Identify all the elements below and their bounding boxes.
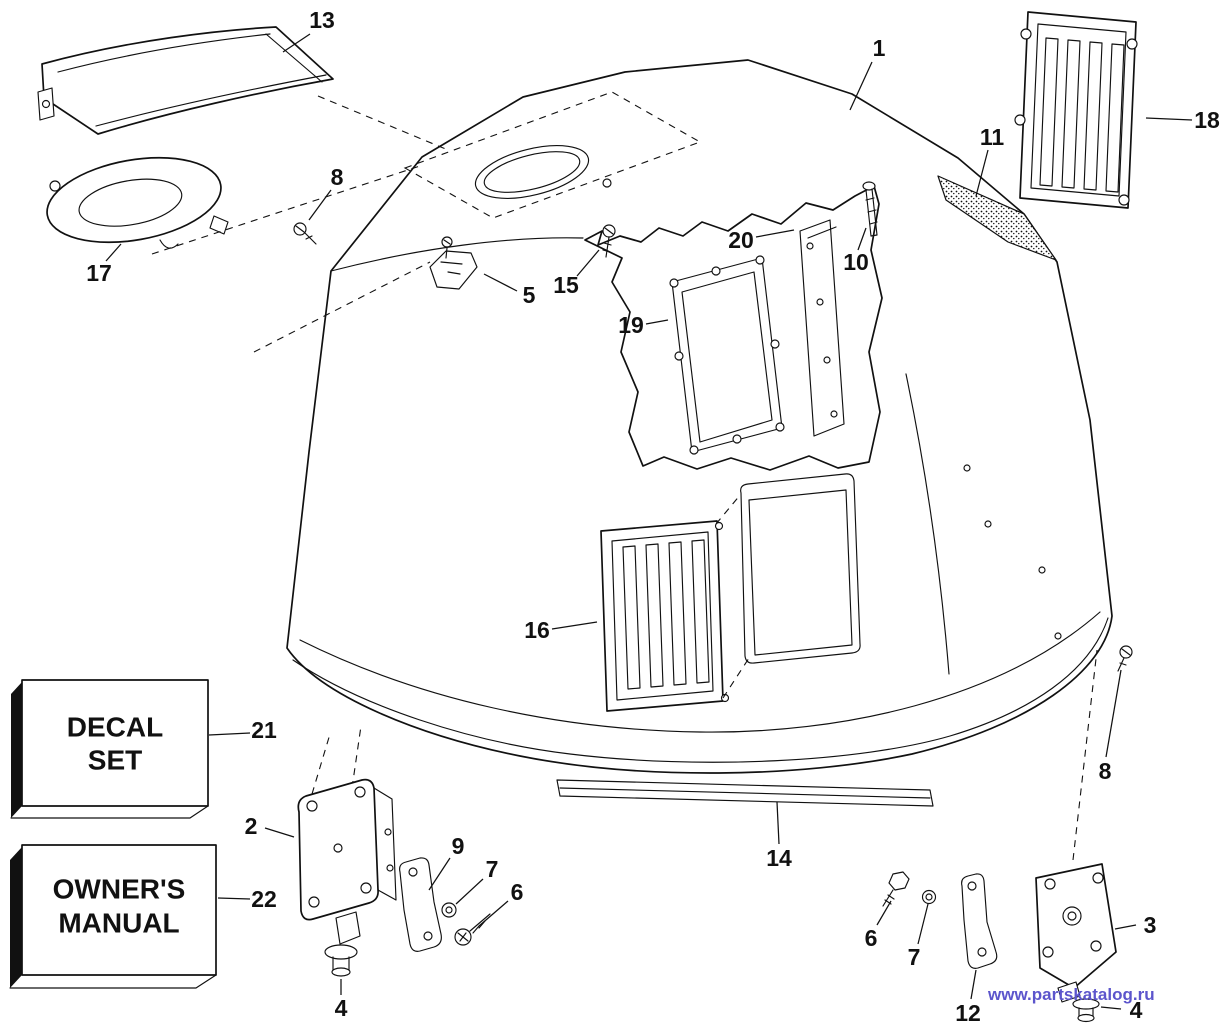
part-6-screw-right [882,871,910,907]
part-6-screw-left [454,913,491,946]
part-3-bracket [1035,863,1117,1003]
callout-21: 21 [251,717,277,743]
callout-19: 19 [618,312,644,338]
callout-15: 15 [553,272,579,298]
callout-22: 22 [251,886,277,912]
decal-set-label-line1: DECAL [67,712,163,743]
callout-18: 18 [1194,107,1220,133]
part-17-ring [46,156,229,249]
callout-6-right: 6 [865,925,878,951]
callout-3: 3 [1144,912,1157,938]
part-11-corner-strip [937,175,1057,261]
leader-lines [105,33,1193,1010]
part-5-clip [429,236,478,290]
watermark-link[interactable]: www.partskatalog.ru [987,985,1155,1004]
owners-manual-label-line2: MANUAL [58,908,179,939]
projection-lines [151,95,1098,861]
callout-7-left: 7 [486,856,499,882]
callout-8-right: 8 [1099,758,1112,784]
part-2-bracket [297,778,397,945]
decal-set-box: DECAL SET [10,679,209,819]
callout-12: 12 [955,1000,981,1024]
callout-10: 10 [843,249,869,275]
part-12-bracket [961,873,998,969]
top-oval-recess [474,145,590,199]
callout-labels: 1 2 3 4 4 5 6 6 7 7 8 8 9 10 11 12 13 14… [86,7,1220,1024]
part-20-plate [799,219,845,437]
callout-11: 11 [980,124,1005,150]
top-mount-outline [403,91,702,219]
part-9-bracket [399,857,442,952]
part-15-screw [602,224,616,258]
callout-16: 16 [524,617,550,643]
part-4-grommet-left [324,944,358,977]
part-4-grommet-right [1072,998,1100,1023]
decal-set-label-line2: SET [88,745,142,776]
callout-14: 14 [766,845,792,871]
part-16-vent-grille [600,520,730,712]
part-18-grille [1014,11,1138,209]
access-panel [715,473,861,699]
callout-9: 9 [452,833,465,859]
callout-2: 2 [245,813,258,839]
callout-5: 5 [523,282,536,308]
callout-4-left: 4 [335,995,348,1021]
part-19-inner-panel [669,255,785,455]
part-8-screw-right [1117,645,1133,672]
part-7-washer-right [921,889,937,905]
callout-20: 20 [728,227,754,253]
callout-1: 1 [873,35,886,61]
callout-7-right: 7 [908,944,921,970]
part-13-top-cover [37,26,334,135]
callout-6-left: 6 [511,879,524,905]
part-14-seal-strip [556,779,934,807]
part-7-washer-left [441,902,457,918]
owners-manual-label-line1: OWNER'S [53,874,186,905]
callout-17: 17 [86,260,112,286]
callout-4-right: 4 [1130,997,1143,1023]
callout-8-left: 8 [331,164,344,190]
part-8-screw-left [293,222,317,245]
callout-13: 13 [309,7,335,33]
part-10-screw [862,181,878,237]
owners-manual-box: OWNER'S MANUAL [9,844,217,989]
